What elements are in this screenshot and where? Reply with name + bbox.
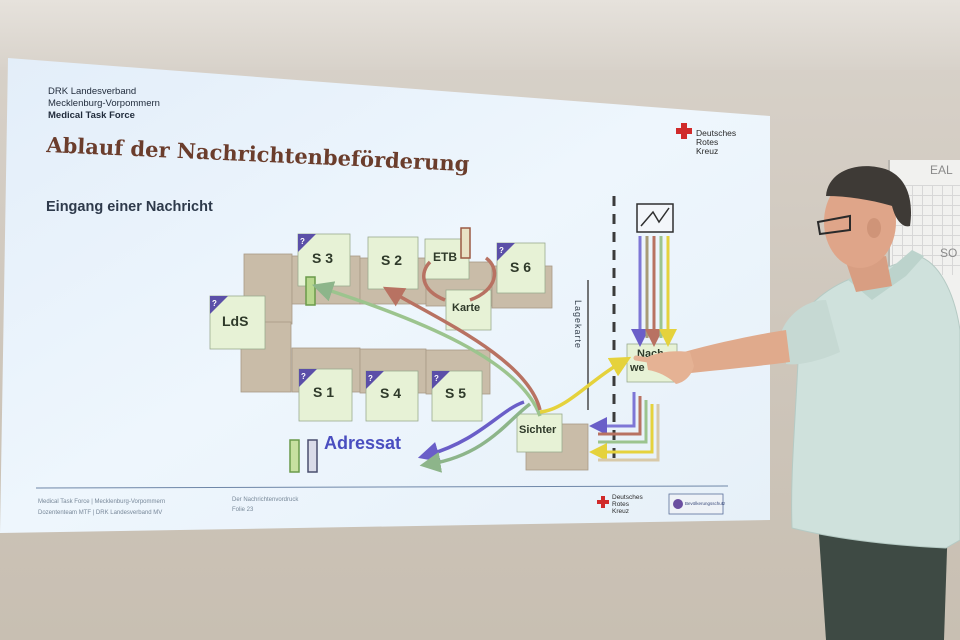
room-label-nachweis-2: we [630,362,645,374]
room-karte [445,289,492,331]
drk-logo-line-3: Kreuz [696,146,719,156]
flag-icon [366,371,384,389]
drk-logo-icon [676,123,692,139]
ceiling [0,0,960,70]
svg-text:?: ? [434,374,439,383]
flag-icon [497,243,515,261]
svg-text:?: ? [212,299,217,308]
room-label-s3: S 3 [312,250,334,266]
room-s2 [367,236,419,290]
whiteboard-text-top: EAL [930,163,953,177]
svg-text:?: ? [300,237,305,246]
org-line-2: Mecklenburg-Vorpommern [48,98,160,109]
room-label-s4: S 4 [380,385,402,401]
presenter-sleeve [782,300,840,365]
org-line-3: Medical Task Force [48,110,135,121]
drk-logo-line-1: Deutsches [696,128,737,138]
message-slip-dark [307,439,318,473]
room-label-s5: S 5 [445,385,467,401]
presenter-hair [826,166,912,227]
svg-text:?: ? [499,246,504,255]
slide-subtitle: Eingang einer Nachricht [46,199,213,215]
flag-icon [298,234,316,252]
room-label-etb: ETB [433,250,457,264]
room-label-s6: S 6 [510,259,532,275]
presenter-ear [867,218,881,238]
lagekarte-label: Lagekarte [573,300,583,350]
org-line-1: DRK Landesverband [48,86,137,97]
footer-left-1: Medical Task Force | Mecklenburg-Vorpomm… [38,499,166,505]
footer-mid-2: Folie 23 [232,507,254,513]
presenter-shirt [791,255,960,549]
room-label-karte: Karte [452,302,481,314]
return-arrows [589,392,660,462]
glasses-icon [816,214,851,236]
footer-drk-3: Kreuz [612,508,629,515]
distribution-arrows [312,256,632,473]
svg-text:?: ? [368,374,373,383]
room-label-sichter: Sichter [519,424,557,436]
footer-drk-1: Deutsches [612,494,643,501]
room-s5 [431,370,483,422]
presenter-finger [633,355,651,363]
drk-logo-line-2: Rotes [696,137,719,147]
footer-mid-1: Der Nachrichtenvordruck [232,497,299,503]
room-label-s2: S 2 [381,252,403,268]
room-label-s1: S 1 [313,384,335,400]
room-label-lds: LdS [222,313,249,329]
fax-icon [636,203,674,233]
svg-text:?: ? [301,372,306,381]
message-slip-brown [460,227,471,259]
presenter-trousers [818,520,948,640]
footer-drk-2: Rotes [612,501,629,508]
flag-icon [299,369,317,387]
presenter-arm [680,330,790,374]
footer-rule [35,485,729,489]
drk-footer-logo-icon [597,496,609,508]
footer-badge-text: Bevölkerungsschutz [685,501,726,506]
whiteboard-text-side: SO [940,246,958,260]
question-marks: ? ? ? ? ? ? [212,237,504,383]
footer-left-2: Dozententeam MTF | DRK Landesverband MV [38,510,163,516]
bevoelkerungsschutz-icon [673,499,683,509]
room-lds [209,295,266,350]
question-flags [210,234,515,389]
incoming-arrows [631,236,677,347]
lightning-icon [640,207,670,227]
message-slip-green-2 [289,439,300,473]
presenter-hand [646,351,694,384]
adressat-label: Adressat [324,433,402,453]
room-notes [209,233,678,453]
bevoelkerungsschutz-badge [668,493,724,515]
flag-icon [432,371,450,389]
flag-icon [210,296,228,314]
